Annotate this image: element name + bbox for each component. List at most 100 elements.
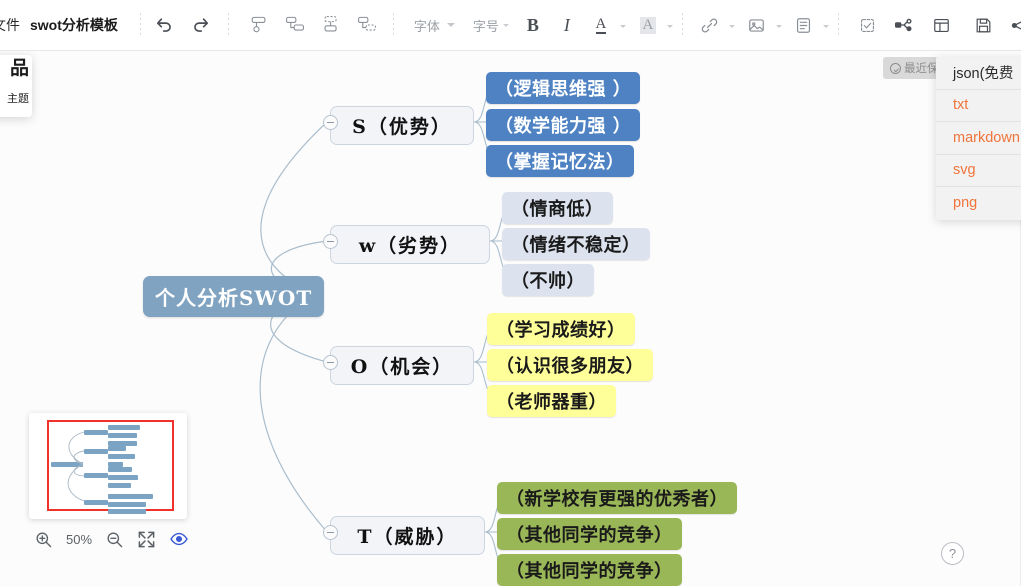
leaf-node-w-0[interactable]: （情商低）: [502, 192, 613, 224]
chevron-down-icon[interactable]: [822, 24, 829, 28]
bold-button[interactable]: B: [518, 10, 548, 40]
fit-screen-icon: [138, 531, 155, 547]
chevron-down-icon[interactable]: [666, 24, 673, 28]
layout-icon: [934, 18, 950, 32]
branch-label-w: w（劣势）: [358, 235, 462, 257]
leaf-node-t-0[interactable]: （新学校有更强的优秀者）: [497, 482, 737, 514]
collapse-toggle-w[interactable]: [323, 234, 338, 249]
fit-screen-button[interactable]: [137, 530, 156, 549]
branch-node-s[interactable]: S（优势）: [330, 106, 474, 145]
branch-node-t[interactable]: T（威胁）: [330, 516, 485, 555]
task-icon: [861, 18, 875, 32]
minimap-node: [84, 473, 108, 478]
note-button[interactable]: [789, 10, 819, 40]
export-item-markdown[interactable]: markdown: [936, 122, 1021, 155]
leaf-node-s-2[interactable]: （掌握记忆法）: [486, 145, 634, 177]
highlight-color-button[interactable]: A: [633, 10, 663, 40]
leaf-label: （数学能力强 ）: [495, 116, 632, 137]
toolbar-divider-2: [227, 13, 229, 37]
export-item-png[interactable]: png: [953, 195, 978, 212]
branch-node-w[interactable]: w（劣势）: [330, 225, 490, 264]
add-sibling-topic-icon: [285, 16, 304, 31]
document-title[interactable]: swot分析模板: [30, 17, 118, 33]
share-button[interactable]: [1005, 10, 1021, 40]
relation-button[interactable]: [889, 10, 919, 40]
leaf-node-t-1[interactable]: （其他同学的竞争）: [497, 518, 682, 550]
style-panel-icon: 品: [9, 58, 29, 79]
mindmap-root-node[interactable]: 个人分析SWOT: [143, 276, 325, 317]
check-circle-icon: [890, 62, 901, 74]
minimap-node: [108, 502, 146, 507]
zoom-in-button[interactable]: [34, 530, 53, 549]
font-family-select[interactable]: 字体: [414, 16, 455, 35]
minimap[interactable]: [29, 413, 187, 519]
style-panel[interactable]: 品 主题: [0, 55, 32, 117]
leaf-label: （不帅）: [511, 271, 585, 292]
leaf-node-s-0[interactable]: （逻辑思维强 ）: [486, 72, 641, 104]
export-item-json[interactable]: json(免费: [936, 57, 1021, 90]
help-button[interactable]: ?: [941, 542, 964, 565]
saved-status-text: 最近保存: [904, 63, 946, 75]
leaf-node-o-2[interactable]: （老师器重）: [487, 385, 616, 417]
add-free-topic-button[interactable]: [352, 10, 382, 40]
minimap-node: [84, 430, 108, 435]
branch-label-s: S（优势）: [352, 116, 452, 138]
image-icon: [749, 18, 765, 32]
undo-button[interactable]: [150, 10, 180, 40]
task-button[interactable]: [851, 10, 881, 40]
export-dropdown-menu[interactable]: json(免费 txt markdown svg png: [936, 57, 1021, 220]
leaf-label: （认识很多朋友）: [496, 356, 644, 377]
check-icon: [864, 22, 872, 29]
collapse-toggle-o[interactable]: [323, 355, 338, 370]
redo-button[interactable]: [186, 10, 216, 40]
leaf-label: （新学校有更强的优秀者）: [506, 489, 728, 510]
zoom-out-button[interactable]: [105, 530, 124, 549]
save-button[interactable]: [969, 10, 999, 40]
toolbar-divider-5: [837, 13, 839, 37]
leaf-node-t-2[interactable]: （其他同学的竞争）: [497, 554, 682, 586]
collapse-toggle-s[interactable]: [323, 115, 338, 130]
file-menu-button[interactable]: 文件: [0, 17, 20, 33]
export-item-txt[interactable]: txt: [936, 90, 1021, 122]
image-button[interactable]: [742, 10, 772, 40]
leaf-label: （情绪不稳定）: [511, 235, 641, 256]
layout-button[interactable]: [927, 10, 957, 40]
font-size-label: 字号: [472, 18, 499, 34]
add-sibling-topic-button[interactable]: [280, 10, 310, 40]
add-subtopic-button[interactable]: [244, 10, 274, 40]
undo-icon: [157, 17, 172, 32]
toolbar-divider-1: [139, 13, 141, 37]
leaf-node-s-1[interactable]: （数学能力强 ）: [486, 109, 641, 141]
chevron-down-icon[interactable]: [728, 24, 735, 28]
font-size-select[interactable]: 字号: [473, 16, 509, 35]
save-icon: [976, 18, 991, 32]
leaf-node-w-2[interactable]: （不帅）: [502, 264, 594, 296]
style-panel-label: 主题: [7, 93, 29, 105]
leaf-node-o-0[interactable]: （学习成绩好）: [487, 313, 635, 345]
leaf-node-o-1[interactable]: （认识很多朋友）: [487, 349, 653, 381]
toolbar-divider-3: [392, 13, 394, 37]
chevron-down-icon[interactable]: [775, 24, 782, 28]
minimap-connectors: [67, 431, 85, 502]
italic-button[interactable]: I: [552, 10, 582, 40]
leaf-label: （情商低）: [511, 199, 604, 220]
collapse-toggle-t[interactable]: [323, 525, 338, 540]
branch-label-o: O（机会）: [350, 356, 454, 378]
leaf-label: （逻辑思维强 ）: [495, 79, 632, 100]
focus-mode-button[interactable]: [169, 529, 189, 549]
note-icon: [797, 17, 811, 33]
chevron-down-icon[interactable]: [619, 24, 626, 28]
link-button[interactable]: [695, 10, 725, 40]
minimap-node: [108, 433, 137, 438]
add-parent-topic-button[interactable]: [316, 10, 346, 40]
font-family-label: 字体: [413, 18, 440, 34]
leaf-node-w-1[interactable]: （情绪不稳定）: [502, 228, 650, 260]
text-color-button[interactable]: A: [586, 10, 616, 40]
mindmap-canvas[interactable]: 个人分析SWOT S（优势） （逻辑思维强 ） （数学能力强 ） （掌握记忆法）…: [0, 51, 1021, 586]
export-item-svg[interactable]: svg: [936, 155, 1021, 187]
relation-icon: [894, 18, 912, 32]
redo-icon: [194, 17, 209, 32]
share-icon: [1012, 21, 1021, 29]
branch-node-o[interactable]: O（机会）: [330, 346, 474, 385]
